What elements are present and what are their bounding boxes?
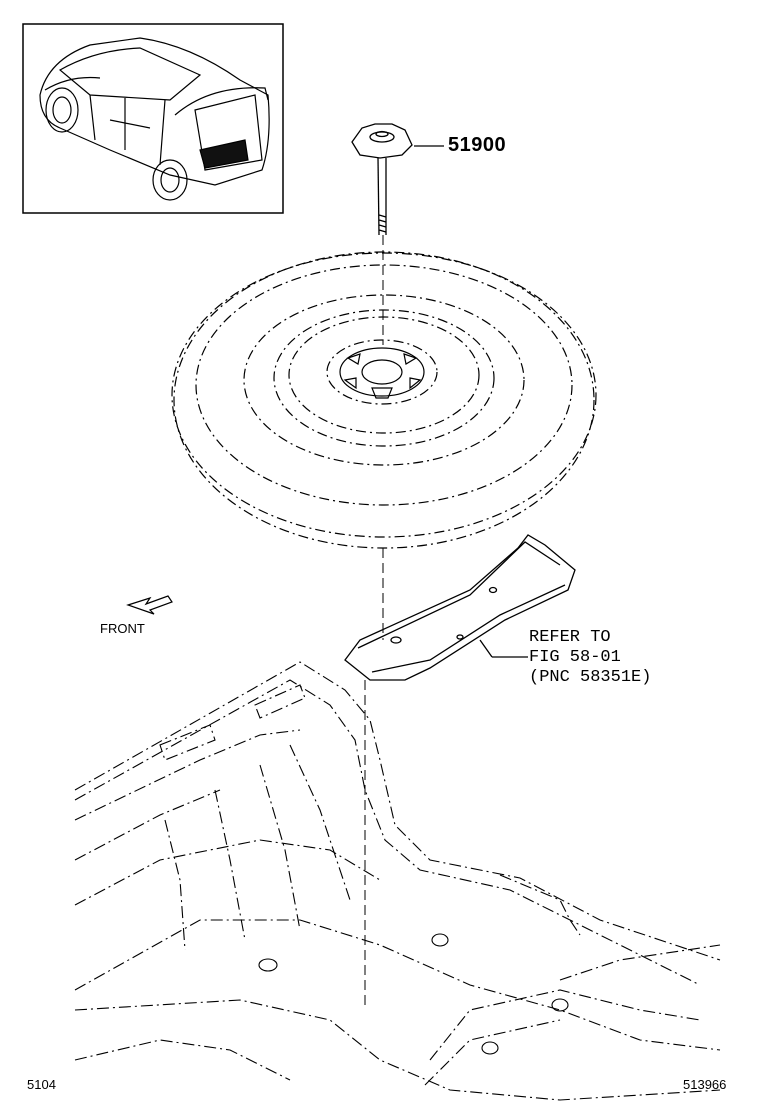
- reference-line-3: (PNC 58351E): [529, 668, 652, 687]
- body-floor: [74, 661, 721, 1101]
- inset-frame: [22, 23, 284, 214]
- wheel-hub: [339, 347, 425, 399]
- part-number-51900[interactable]: 51900: [448, 134, 507, 156]
- hold-down-bolt: [351, 123, 444, 236]
- reference-line-2[interactable]: FIG 58-01: [529, 648, 621, 667]
- floor-holes: [258, 933, 569, 1055]
- leader-bracket: [479, 639, 493, 658]
- spare-tire-bracket: [344, 534, 576, 681]
- reference-line-1: REFER TO: [529, 628, 611, 647]
- front-arrow-icon: [126, 595, 173, 615]
- footer-left-code: 5104: [27, 1077, 56, 1092]
- centerline: [364, 235, 384, 1010]
- footer-right-code: 513966: [683, 1077, 727, 1092]
- front-label: FRONT: [100, 621, 145, 636]
- vehicle-inset: [22, 23, 284, 214]
- spare-tire: [171, 251, 597, 549]
